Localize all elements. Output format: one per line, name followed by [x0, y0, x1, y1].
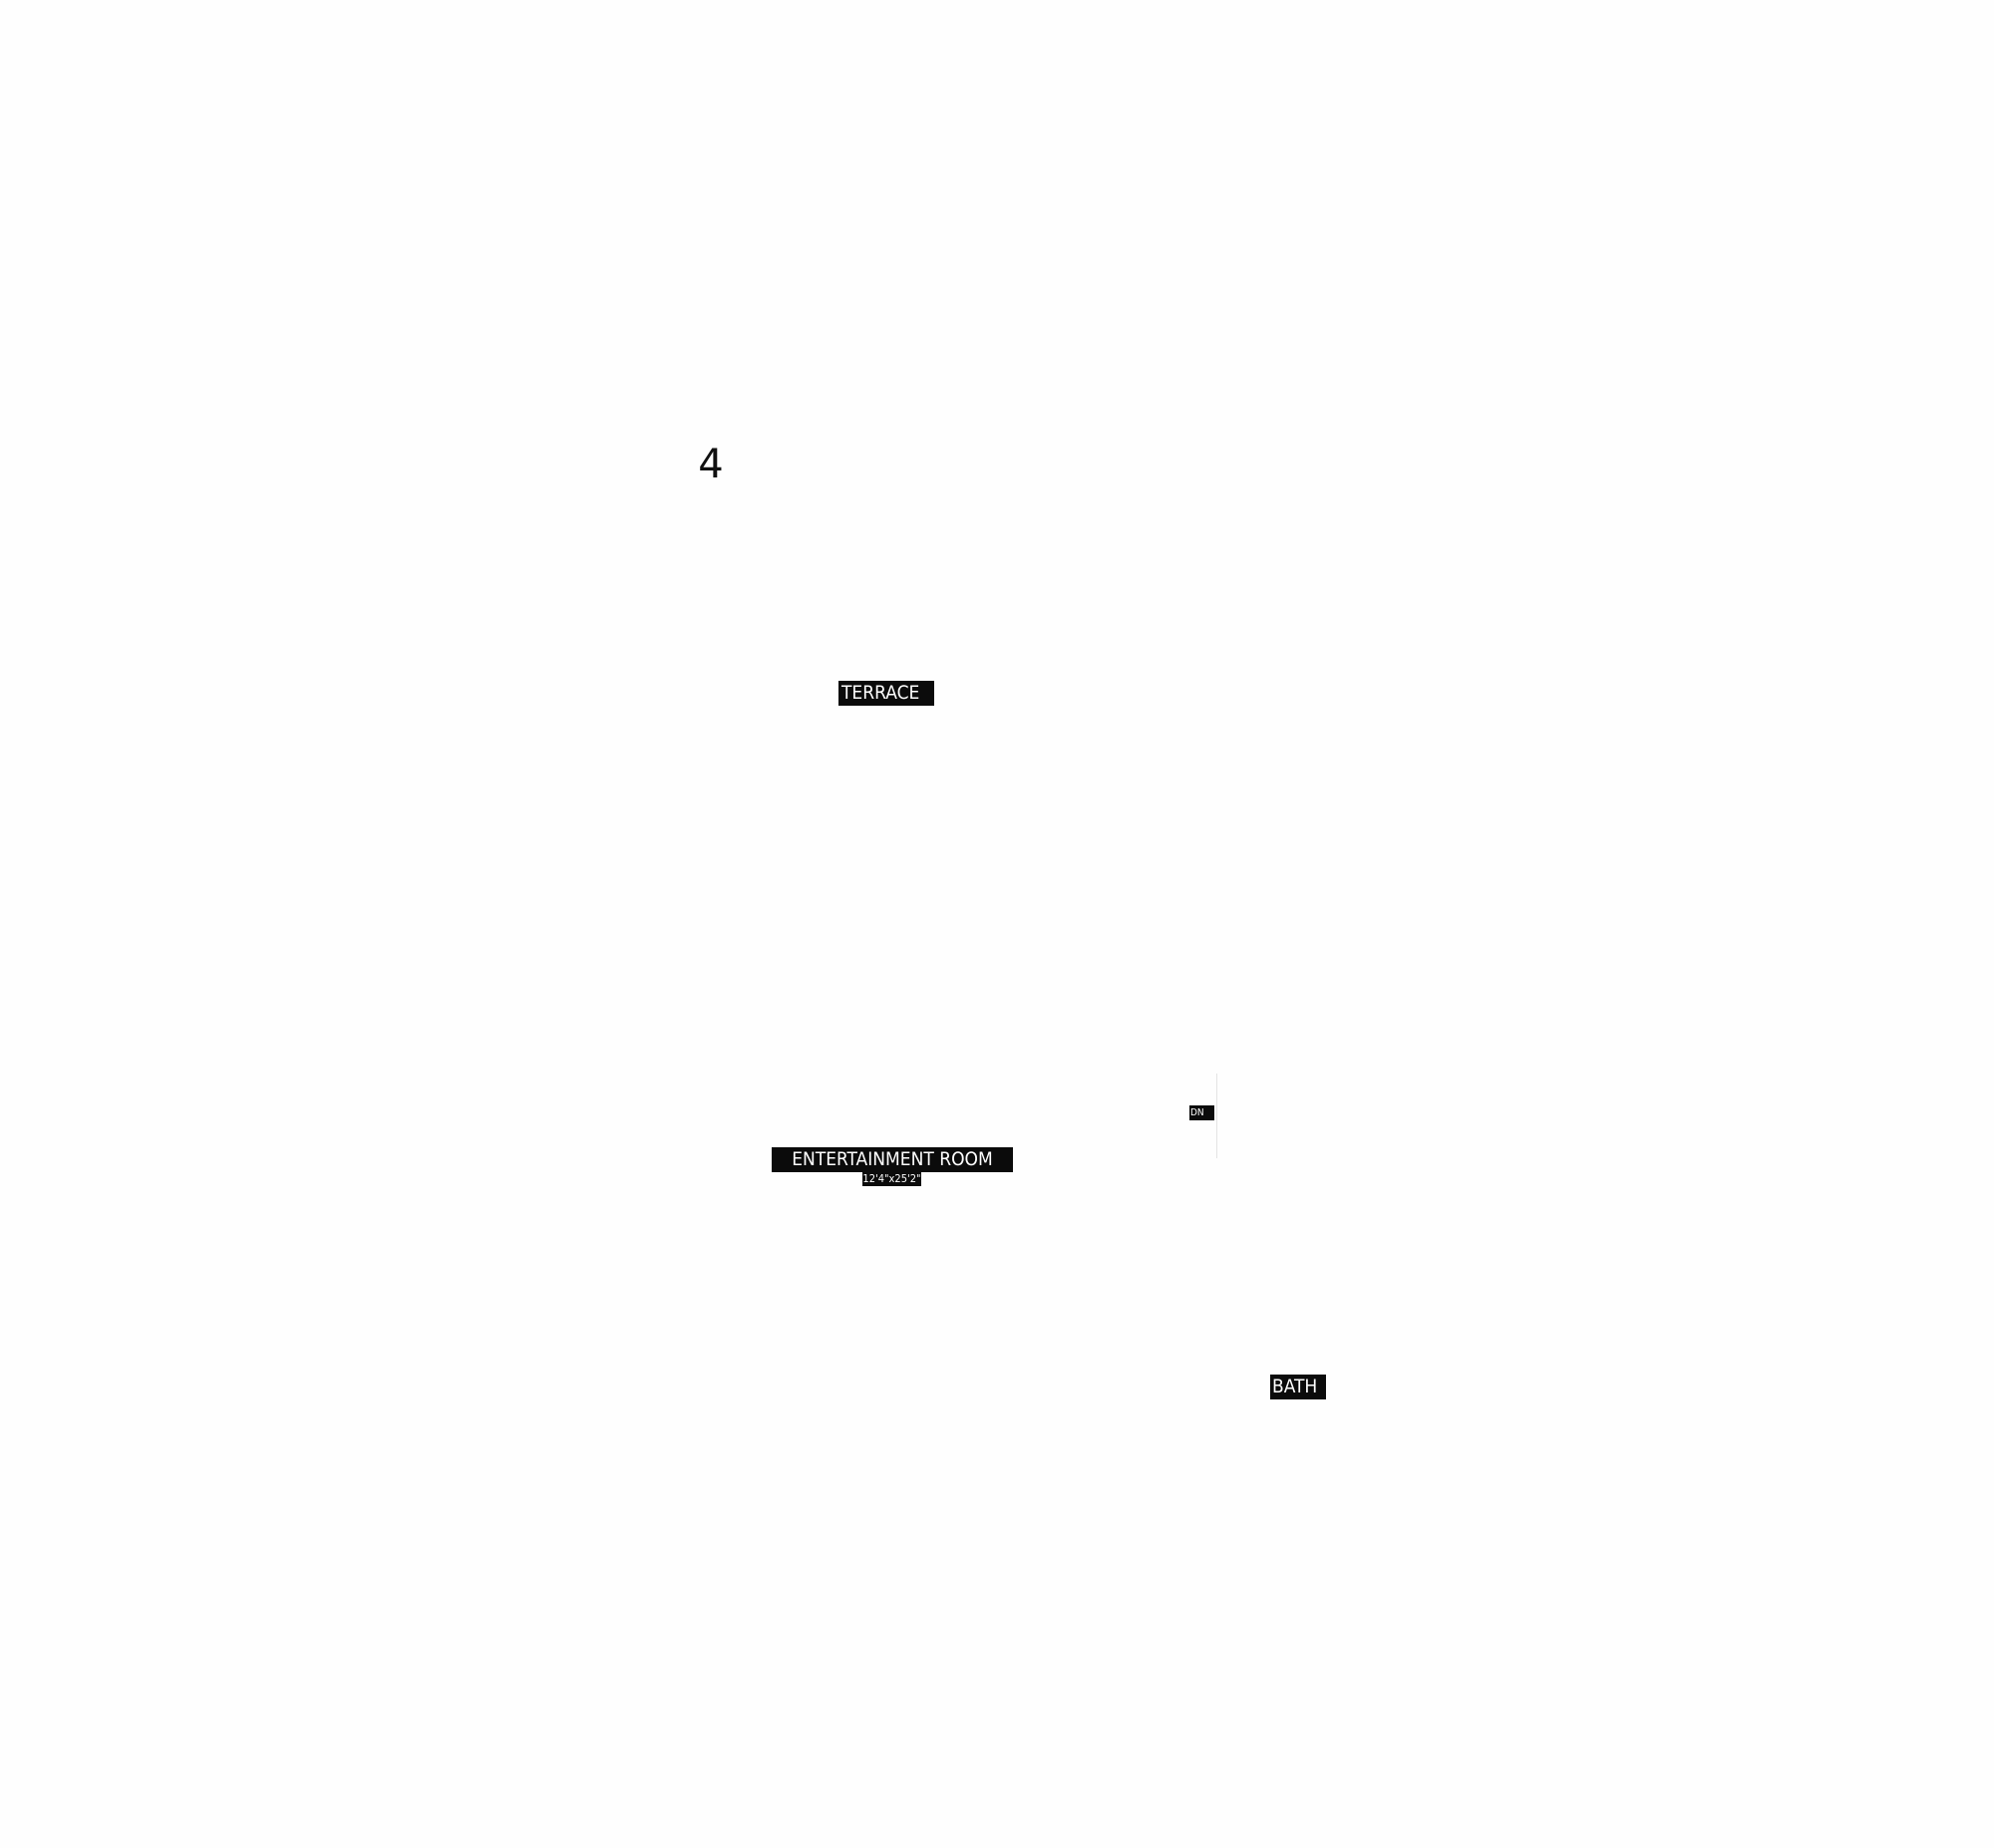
entertainment-room-dimensions: 12'4"x25'2"	[862, 1171, 921, 1186]
bath-label: BATH	[1270, 1375, 1326, 1399]
floor-number: 4	[698, 442, 724, 487]
terrace-label: TERRACE	[838, 681, 934, 706]
stair-edge-line	[1216, 1074, 1217, 1158]
entertainment-room-label: ENTERTAINMENT ROOM	[772, 1147, 1013, 1172]
stair-down-label: DN	[1189, 1105, 1214, 1120]
